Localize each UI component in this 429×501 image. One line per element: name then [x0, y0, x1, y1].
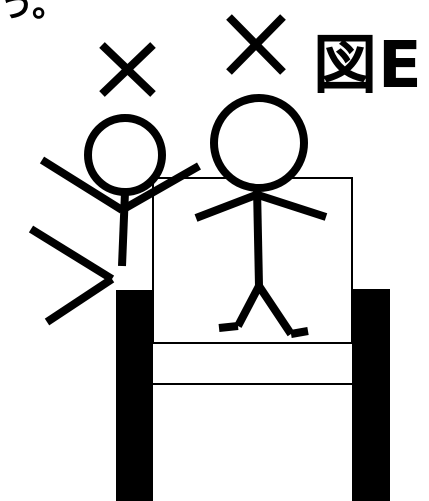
bed-frame-icon: [116, 178, 390, 501]
stick-figure-icon: [196, 98, 326, 334]
x-mark-icon: [102, 45, 153, 94]
bed-headboard: [153, 178, 352, 343]
stick-figure-icon: [31, 118, 199, 322]
bed-post-left: [116, 290, 153, 501]
bed-post-right: [352, 289, 390, 501]
x-mark-icon: [229, 17, 283, 72]
